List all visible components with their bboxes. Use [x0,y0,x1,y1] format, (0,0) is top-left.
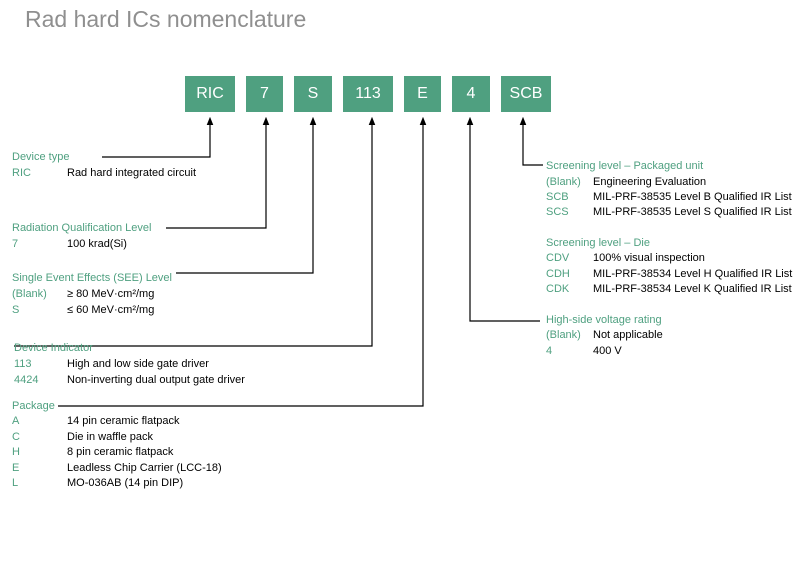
screening-packaged-code: SCS [546,206,569,218]
device-type-header: Device type [12,151,70,163]
connector-screening [519,116,543,166]
device-type-code: RIC [12,167,31,179]
voltage-desc: 400 V [593,345,622,357]
device-indicator-desc: High and low side gate driver [67,358,209,370]
screening-packaged-code: SCB [546,191,569,203]
device-indicator-desc: Non-inverting dual output gate driver [67,374,245,386]
device-indicator-code: 4424 [14,374,39,386]
connector-radiation [166,116,270,229]
radiation-code: 7 [12,238,19,250]
voltage-header: High-side voltage rating [546,314,662,326]
device-type-desc: Rad hard integrated circuit [67,167,197,179]
box-package: E [404,76,441,112]
package-code: A [12,415,20,427]
connector-see [176,116,317,274]
see-code: (Blank) [12,288,47,300]
device-indicator-code: 113 [14,358,32,370]
see-header: Single Event Effects (SEE) Level [12,272,172,284]
screening-packaged-header: Screening level – Packaged unit [546,160,704,172]
voltage-desc: Not applicable [593,329,663,341]
screening-packaged-desc: MIL-PRF-38535 Level B Qualified IR List [593,191,792,203]
box-radiation-level: 7 [246,76,283,112]
package-code: H [12,446,20,458]
package-desc: Leadless Chip Carrier (LCC-18) [67,462,222,474]
see-code: S [12,304,20,316]
package-desc: Die in waffle pack [67,431,154,443]
device-indicator-header: Device Indicator [14,342,93,354]
package-code: L [12,477,19,489]
box-see-level: S [294,76,332,112]
see-desc: ≤ 60 MeV·cm²/mg [67,304,155,316]
connector-voltage [466,116,540,322]
box-screening: SCB [501,76,551,112]
see-desc: ≥ 80 MeV·cm²/mg [67,288,155,300]
connector-package [58,116,427,407]
screening-die-code: CDK [546,283,570,295]
voltage-code: 4 [546,345,553,357]
screening-die-desc: 100% visual inspection [593,252,705,264]
package-desc: MO-036AB (14 pin DIP) [67,477,184,489]
screening-packaged-desc: MIL-PRF-38535 Level S Qualified IR List [593,206,792,218]
box-device-type: RIC [185,76,235,112]
box-device-indicator: 113 [343,76,393,112]
screening-die-desc: MIL-PRF-38534 Level K Qualified IR List [593,283,792,295]
screening-packaged-code: (Blank) [546,176,581,188]
page-title: Rad hard ICs nomenclature [25,6,307,32]
package-code: C [12,431,20,443]
radiation-header: Radiation Qualification Level [12,222,152,234]
connector-device-indicator [14,116,376,347]
package-header: Package [12,400,55,412]
connector-device-type [102,116,214,158]
voltage-code: (Blank) [546,329,581,341]
radiation-desc: 100 krad(Si) [67,238,127,250]
package-desc: 8 pin ceramic flatpack [67,446,174,458]
screening-die-header: Screening level – Die [546,237,650,249]
screening-die-desc: MIL-PRF-38534 Level H Qualified IR List [593,268,793,280]
box-voltage: 4 [452,76,490,112]
package-desc: 14 pin ceramic flatpack [67,415,180,427]
screening-die-code: CDV [546,252,570,264]
package-code: E [12,462,20,474]
screening-packaged-desc: Engineering Evaluation [593,176,707,188]
screening-die-code: CDH [546,268,570,280]
